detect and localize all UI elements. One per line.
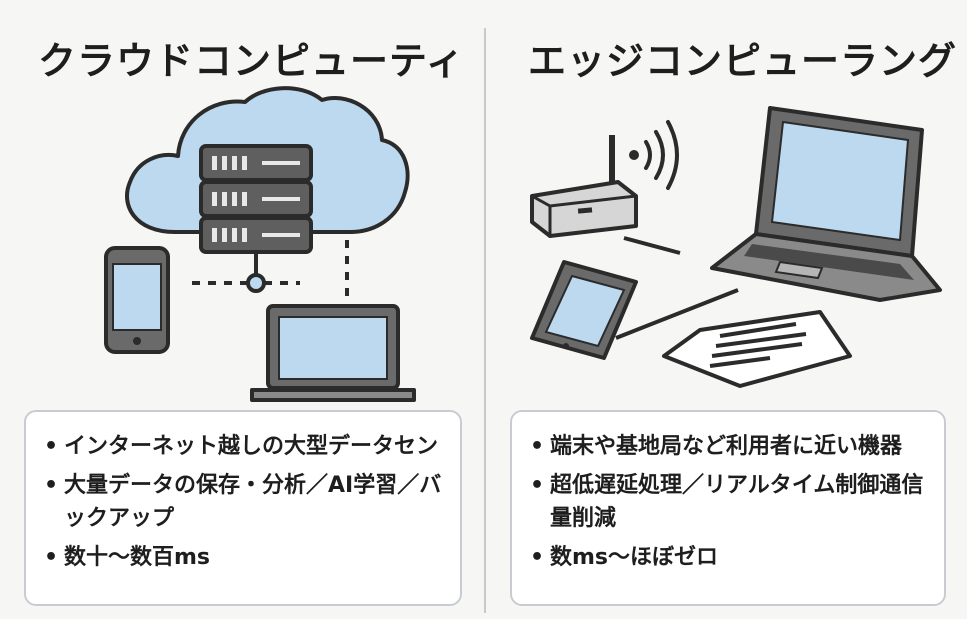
list-item: 数ms〜ほぼゼロ — [530, 541, 930, 574]
laptop-icon — [250, 304, 416, 402]
router-icon — [530, 135, 638, 238]
list-item: インターネット越しの大型データセン — [44, 430, 446, 463]
edge-info-box: 端末や基地局など利用者に近い機器 超低遅延処理／リアルタイム制御通信量削減 数m… — [510, 410, 946, 606]
wifi-signal-icon — [629, 120, 679, 190]
laptop-icon — [710, 106, 942, 302]
list-item: 超低遅延処理／リアルタイム制御通信量削減 — [530, 469, 930, 535]
cloud-computing-title: クラウドコンピューティ — [38, 39, 465, 83]
network-node-icon — [246, 273, 266, 293]
edge-bullet-list: 端末や基地局など利用者に近い機器 超低遅延処理／リアルタイム制御通信量削減 数m… — [530, 430, 930, 574]
edge-computing-title: エッジコンピューラング — [528, 39, 958, 83]
cloud-info-box: インターネット越しの大型データセン 大量データの保存・分析／AI学習／バックアッ… — [24, 410, 462, 606]
list-item: 大量データの保存・分析／AI学習／バックアップ — [44, 469, 446, 535]
smartphone-icon — [530, 260, 638, 360]
list-item: 端末や基地局など利用者に近い機器 — [530, 430, 930, 463]
document-icon — [662, 310, 852, 388]
center-divider — [484, 28, 486, 613]
smartphone-icon — [104, 246, 170, 354]
cloud-bullet-list: インターネット越しの大型データセン 大量データの保存・分析／AI学習／バックアッ… — [44, 430, 446, 574]
list-item: 数十〜数百ms — [44, 541, 446, 574]
server-rack-icon — [199, 144, 313, 254]
